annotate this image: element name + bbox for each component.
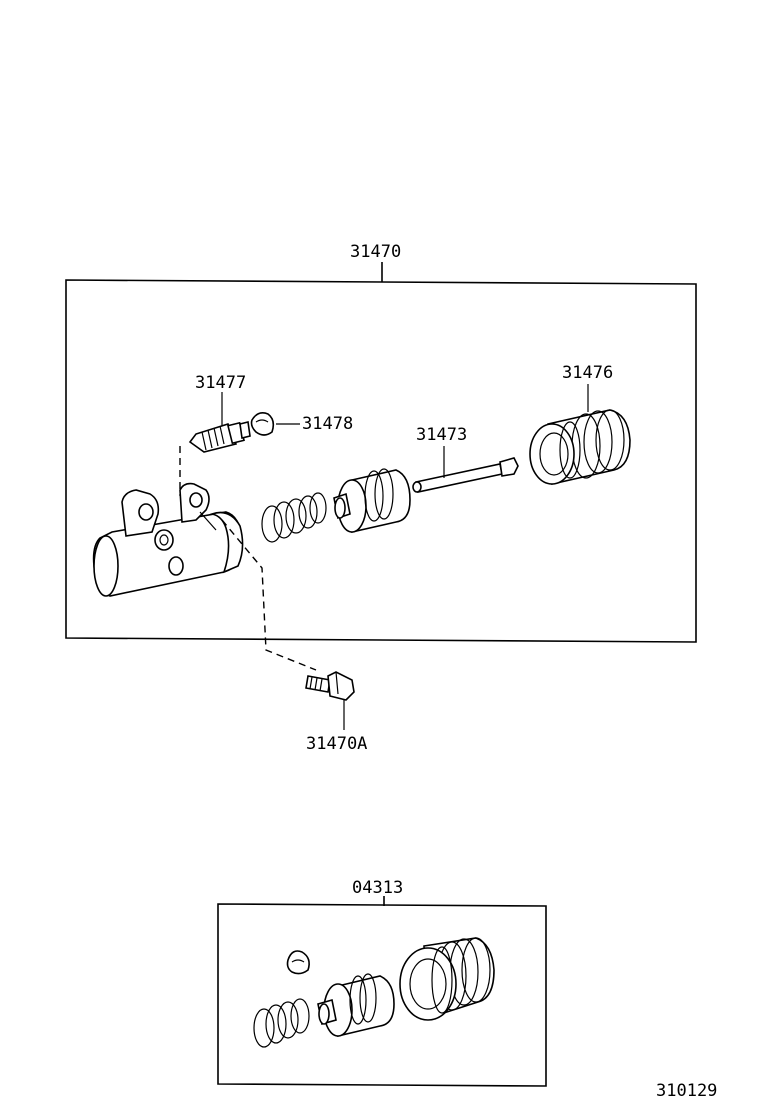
- bleeder-cap-label: 31478: [302, 414, 353, 434]
- kit-piston-part: [317, 973, 395, 1038]
- boot-label: 31476: [562, 363, 613, 383]
- kit-label: 04313: [352, 878, 403, 898]
- bleeder-plug-label: 31477: [195, 373, 246, 393]
- spring-part: [261, 492, 327, 543]
- kit-spring-part: [253, 998, 310, 1048]
- bolt-label: 31470A: [306, 734, 367, 754]
- boot-part: [529, 409, 631, 485]
- assembly-label: 31470: [350, 242, 401, 262]
- cylinder-body-part: [92, 482, 244, 597]
- piston-part: [333, 468, 411, 534]
- bolt-part: [305, 671, 355, 701]
- bleeder-cap-part: [250, 412, 275, 436]
- kit-boot-part: [399, 937, 495, 1021]
- page-code: 310129: [656, 1081, 717, 1101]
- push-rod-label: 31473: [416, 425, 467, 445]
- bleeder-plug-part: [188, 421, 251, 453]
- assembly-frame: [65, 262, 697, 643]
- bolt-dash-line: [221, 519, 317, 671]
- push-rod-part: [412, 457, 519, 493]
- kit-cap-part: [286, 950, 310, 975]
- kit-frame: [217, 896, 547, 1087]
